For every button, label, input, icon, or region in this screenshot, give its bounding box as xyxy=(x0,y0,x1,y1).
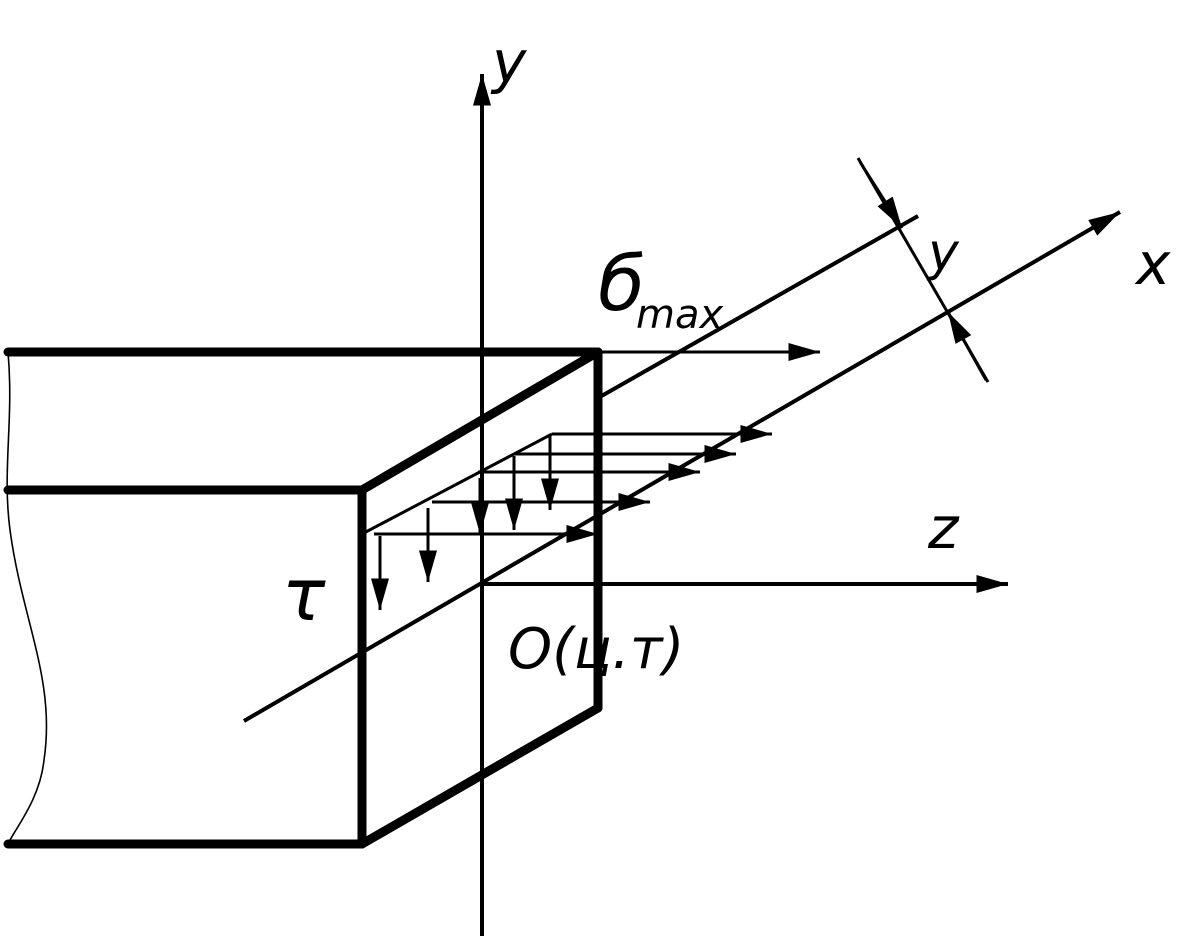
origin-label: O(ц.т) xyxy=(508,617,684,682)
beam-break-line xyxy=(6,351,48,845)
coordinate-axes xyxy=(242,74,1122,936)
fiber-line xyxy=(597,214,919,400)
stress-baseline xyxy=(361,432,553,536)
dimension-y xyxy=(856,157,990,383)
dimension-y-label: y xyxy=(926,223,960,283)
z-axis-label: z xyxy=(927,494,960,562)
dimension-arrow-top xyxy=(858,161,904,229)
shear-stress-arrows xyxy=(371,436,559,610)
sigma-max-label: б xyxy=(598,239,645,328)
sigma-max-subscript: max xyxy=(636,292,723,338)
y-axis-label: y xyxy=(490,28,527,96)
x-axis-label: x xyxy=(1134,230,1171,298)
dimension-arrow-bottom xyxy=(946,311,988,381)
tau-label: τ xyxy=(282,553,326,637)
